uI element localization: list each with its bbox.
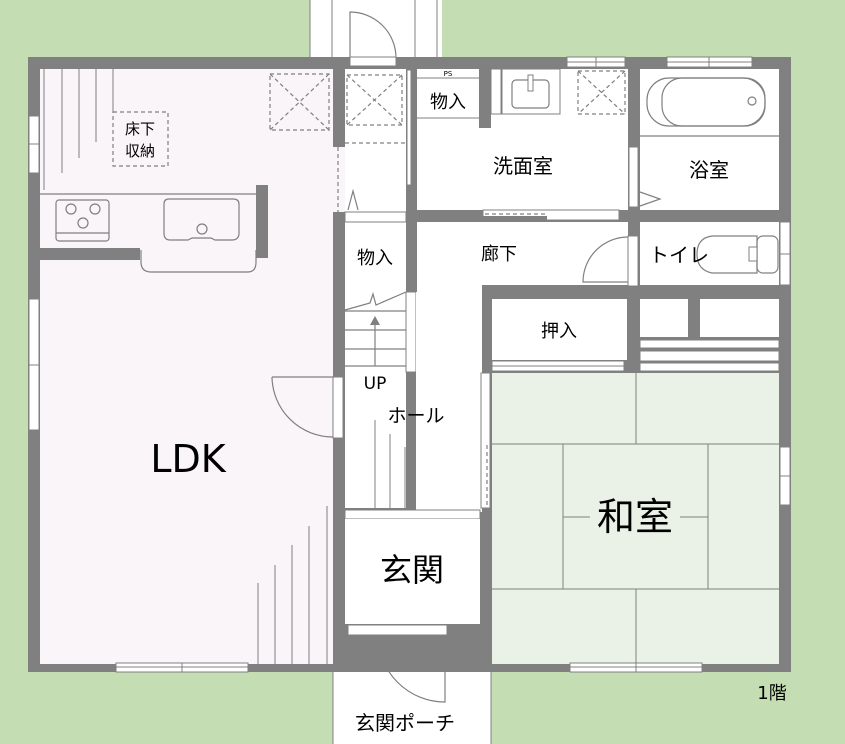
room-label-japanese: 和室 bbox=[597, 495, 673, 539]
room-label-storage-stairs: 物入 bbox=[357, 248, 393, 269]
back-entry bbox=[333, 11, 412, 212]
room-label-toilet: トイレ bbox=[649, 243, 709, 267]
room-japanese: 和室 bbox=[480, 372, 791, 673]
front-door-frame bbox=[347, 624, 448, 636]
room-label-washroom: 洗面室 bbox=[493, 154, 553, 178]
area-label-porch: 玄関ポーチ bbox=[355, 711, 455, 735]
room-label-bathroom: 浴室 bbox=[689, 158, 729, 182]
room-label-hall: ホール bbox=[387, 405, 444, 427]
room-toilet: トイレ bbox=[640, 221, 791, 286]
door-bathroom[interactable] bbox=[628, 146, 639, 208]
room-label-hallway: 廊下 bbox=[481, 244, 517, 265]
alcove bbox=[639, 299, 780, 372]
ceiling-hatch-icon-3 bbox=[577, 70, 626, 115]
floor-grain-top bbox=[43, 69, 114, 190]
back-door[interactable] bbox=[349, 11, 397, 58]
room-label-closet: 押入 bbox=[541, 321, 577, 342]
up-arrow-icon bbox=[370, 316, 380, 325]
room-label-storage-ps: 物入 bbox=[430, 92, 466, 113]
room-bathroom: 浴室 bbox=[628, 56, 779, 210]
wash-basin-icon bbox=[501, 68, 561, 115]
ceiling-hatch-icon bbox=[269, 73, 330, 131]
bathtub-icon bbox=[646, 77, 766, 127]
back-door-frame bbox=[349, 56, 397, 67]
ps-label: PS bbox=[444, 70, 453, 78]
room-label-underfloor-2: 収納 bbox=[125, 142, 155, 160]
toilet-icon bbox=[696, 235, 779, 274]
room-label-ldk: LDK bbox=[150, 437, 226, 481]
sliding-door-japanese[interactable] bbox=[480, 372, 491, 509]
sliding-door-washroom[interactable] bbox=[482, 209, 620, 221]
front-door[interactable] bbox=[347, 634, 446, 703]
door-toilet[interactable] bbox=[582, 235, 639, 287]
room-entrance: 玄関 bbox=[345, 519, 480, 703]
room-washroom: 洗面室 bbox=[417, 56, 628, 221]
rear-path bbox=[309, 0, 442, 58]
floor-level-label: 1階 bbox=[757, 683, 786, 704]
room-closet: 押入 bbox=[491, 299, 627, 372]
entrance-step bbox=[344, 509, 481, 520]
stairs-up-label: UP bbox=[364, 374, 387, 394]
room-storage-ps: PS 物入 bbox=[417, 69, 491, 152]
kitchen-sink-icon bbox=[163, 198, 240, 241]
tatami-lines bbox=[492, 373, 779, 664]
front-porch bbox=[332, 672, 492, 744]
underfloor-storage-outline bbox=[112, 111, 169, 167]
floor-grain-bottom bbox=[257, 506, 328, 664]
door-ldk-hall[interactable] bbox=[271, 376, 344, 439]
room-ldk: LDK 床下 収納 bbox=[28, 69, 344, 673]
room-label-entrance: 玄関 bbox=[380, 551, 444, 589]
stove-icon bbox=[55, 199, 110, 242]
room-label-underfloor-1: 床下 bbox=[125, 120, 155, 138]
ceiling-hatch-icon-2 bbox=[346, 74, 403, 126]
